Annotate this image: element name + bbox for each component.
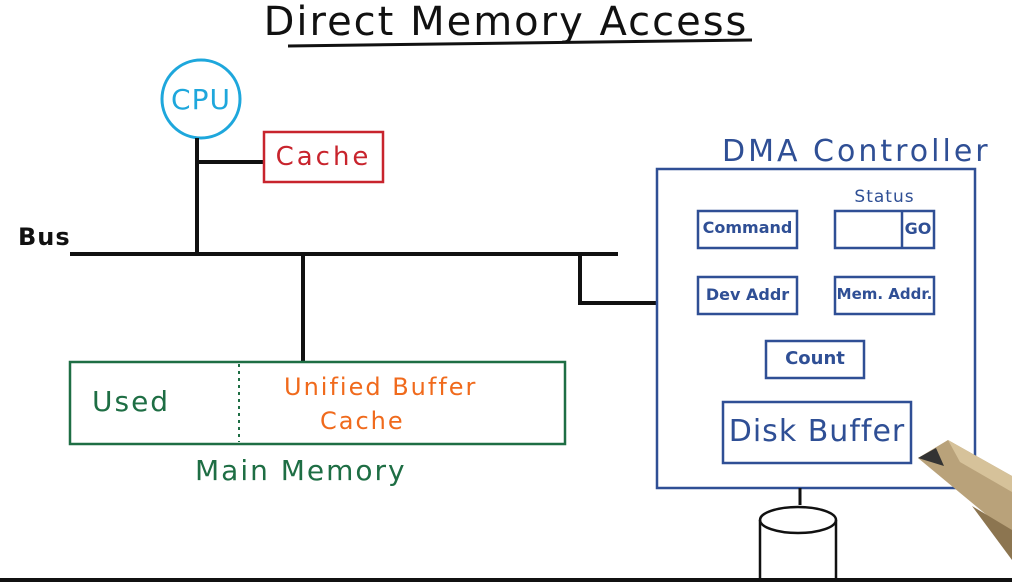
command-label: Command bbox=[702, 218, 793, 237]
status-register-box bbox=[833, 209, 936, 250]
go-label: GO bbox=[904, 219, 932, 238]
main-memory-box bbox=[68, 360, 567, 446]
cpu-label: CPU bbox=[171, 83, 231, 116]
count-register-box bbox=[764, 339, 866, 380]
dma-controller-box bbox=[655, 167, 977, 490]
count-label: Count bbox=[785, 348, 845, 369]
cpu-circle bbox=[160, 58, 242, 140]
buffer-label-line1: Unified Buffer bbox=[284, 373, 478, 401]
command-register-box bbox=[696, 209, 799, 250]
main-memory-label: Main Memory bbox=[195, 454, 407, 487]
page-title: Direct Memory Access bbox=[263, 0, 749, 45]
buffer-label-line2: Cache bbox=[320, 407, 405, 435]
dma-bus-line bbox=[578, 254, 657, 305]
used-label: Used bbox=[92, 385, 171, 418]
disk-top-ellipse bbox=[758, 519, 838, 535]
dev-addr-register-box bbox=[696, 275, 799, 316]
disk-icon bbox=[758, 505, 838, 582]
status-label: Status bbox=[854, 187, 915, 207]
cache-label: Cache bbox=[275, 142, 372, 172]
pen-icon bbox=[918, 440, 1012, 560]
disk-buffer-box bbox=[721, 400, 913, 465]
cache-box bbox=[262, 130, 385, 184]
bus-label: Bus bbox=[18, 223, 71, 251]
title-underline bbox=[287, 38, 753, 48]
dma-controller-title: DMA Controller bbox=[722, 134, 991, 169]
disk-buffer-label: Disk Buffer bbox=[728, 414, 906, 449]
dev-addr-label: Dev Addr bbox=[705, 285, 790, 304]
mem-addr-register-box bbox=[833, 275, 936, 316]
mem-addr-label: Mem. Addr. bbox=[836, 285, 933, 303]
bottom-edge-bar bbox=[0, 578, 1012, 582]
